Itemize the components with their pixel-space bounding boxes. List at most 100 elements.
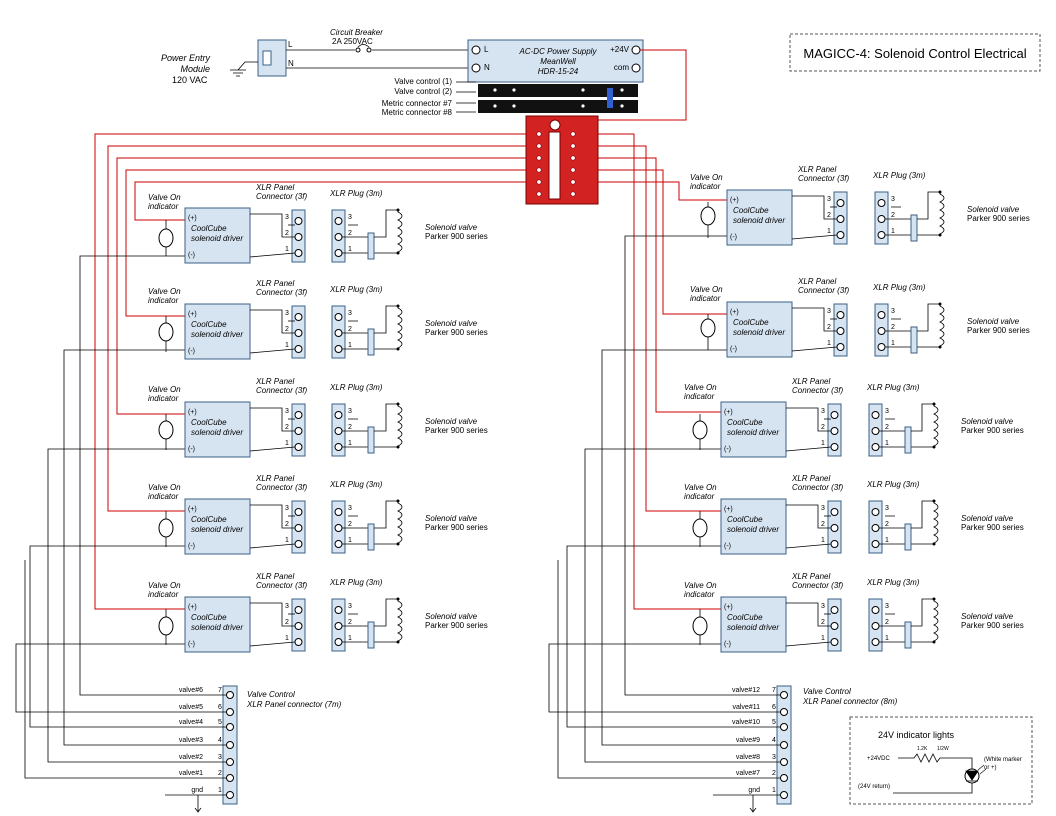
solenoid-label-2: Parker 900 series <box>425 232 488 241</box>
driver-out-wire <box>250 407 295 432</box>
control-pin-number: 1 <box>218 787 222 794</box>
psu-term-com: com <box>614 63 629 72</box>
indicator-legend: 24V indicator lights +24VDC 1.2K 1/2W (W… <box>849 716 1033 805</box>
driver-neg-label: (-) <box>724 543 731 550</box>
xlr-panel-label-1: XLR Panel <box>797 165 836 174</box>
plug-pin <box>334 233 343 241</box>
plug-pin-number: 1 <box>348 342 352 349</box>
panel-pin-number: 2 <box>285 619 289 626</box>
plug-pin-number: 3 <box>885 505 889 512</box>
control-pin-number: 7 <box>772 687 776 694</box>
panel-pin <box>830 622 839 630</box>
coil-node <box>396 445 400 449</box>
plug-pin-number: 3 <box>891 308 895 315</box>
coil-lead <box>917 303 940 332</box>
xlr-panel-label-1: XLR Panel <box>255 183 294 192</box>
solenoid-label-1: Solenoid valve <box>961 612 1014 621</box>
solenoid-label-2: Parker 900 series <box>967 326 1030 335</box>
plug-pin-number: 1 <box>348 537 352 544</box>
control-signal-label: valve#7 <box>736 770 760 777</box>
driver-out-wire <box>250 309 295 334</box>
solenoid-coil-icon <box>933 501 939 544</box>
plug-pin-number: 1 <box>885 440 889 447</box>
driver-name-2: solenoid driver <box>733 328 785 337</box>
plug-pin <box>334 524 343 532</box>
solenoid-coil-icon <box>397 501 403 544</box>
title-box <box>789 33 1041 72</box>
plug-pin-number: 2 <box>891 324 895 331</box>
xlr-plug-label: XLR Plug (3m) <box>866 383 920 392</box>
panel-pin <box>294 638 303 646</box>
indicator-label-2: indicator <box>684 392 715 401</box>
xlr-panel-label-1: XLR Panel <box>255 572 294 581</box>
plug-backshell <box>367 232 375 260</box>
indicator-label-1: Valve On <box>148 193 181 202</box>
driver-neg-label: (-) <box>724 446 731 453</box>
coil-node <box>396 304 400 308</box>
plug-pin <box>877 311 886 319</box>
driver-pos-label: (+) <box>188 409 197 416</box>
panel-pin <box>294 313 303 321</box>
solenoid-label-1: Solenoid valve <box>425 612 478 621</box>
panel-pin-number: 1 <box>821 537 825 544</box>
panel-pin-number: 3 <box>285 603 289 610</box>
panel-pin <box>294 427 303 435</box>
xlr-panel-label-2: Connector (3f) <box>798 286 849 295</box>
coil-node <box>396 499 400 503</box>
solenoid-driver <box>184 303 251 360</box>
panel-pin <box>836 215 845 223</box>
panel-pin-number: 2 <box>821 424 825 431</box>
panel-pin <box>836 343 845 351</box>
left-control-label-2: XLR Panel connector (7m) <box>246 700 342 709</box>
coil-lead <box>374 598 398 627</box>
xlr-plug-label: XLR Plug (3m) <box>329 383 383 392</box>
indicator-lamp-icon <box>692 420 708 440</box>
indicator-label-1: Valve On <box>148 483 181 492</box>
indicator-label-2: indicator <box>684 492 715 501</box>
panel-pin-number: 3 <box>285 310 289 317</box>
panel-pin-number: 2 <box>821 521 825 528</box>
xlr-panel-label-2: Connector (3f) <box>256 483 307 492</box>
plug-pin <box>334 622 343 630</box>
plug-pin <box>334 540 343 548</box>
coil-node <box>938 190 942 194</box>
panel-pin <box>294 524 303 532</box>
driver-pos-label: (+) <box>188 215 197 222</box>
control-pin-number: 1 <box>772 787 776 794</box>
plug-pin <box>871 540 880 548</box>
control-pin <box>226 741 234 749</box>
plug-pin <box>871 427 880 435</box>
power-entry-module: L N Power Entry Module 120 VAC <box>161 39 294 85</box>
legend-return: (24V return) <box>858 784 890 790</box>
driver-out-wire <box>786 602 831 627</box>
panel-pin <box>294 411 303 419</box>
solenoid-label-2: Parker 900 series <box>961 426 1024 435</box>
solenoid-driver <box>720 596 787 653</box>
panel-pin-number: 2 <box>285 326 289 333</box>
solenoid-label-2: Parker 900 series <box>425 328 488 337</box>
panel-pin-number: 3 <box>827 196 831 203</box>
xlr-panel-label-1: XLR Panel <box>791 377 830 386</box>
driver-pos-label: (+) <box>724 604 733 611</box>
indicator-label-1: Valve On <box>690 285 723 294</box>
panel-pin <box>294 606 303 614</box>
indicator-label-2: indicator <box>148 202 179 211</box>
panel-pin <box>294 443 303 451</box>
plug-backshell <box>910 326 918 354</box>
solenoid-coil-icon <box>939 192 945 235</box>
solenoid-driver <box>720 401 787 458</box>
solenoid-coil-icon <box>933 404 939 447</box>
xlr-panel-label-2: Connector (3f) <box>798 174 849 183</box>
solenoid-label-1: Solenoid valve <box>967 205 1020 214</box>
xlr-plug-label: XLR Plug (3m) <box>329 578 383 587</box>
indicator-label-1: Valve On <box>148 287 181 296</box>
indicator-label-1: Valve On <box>684 581 717 590</box>
plug-pin-number: 1 <box>891 340 895 347</box>
panel-pin-number: 2 <box>285 521 289 528</box>
plug-pin-number: 3 <box>348 505 352 512</box>
plug-backshell <box>910 214 918 242</box>
control-pin <box>780 708 788 716</box>
